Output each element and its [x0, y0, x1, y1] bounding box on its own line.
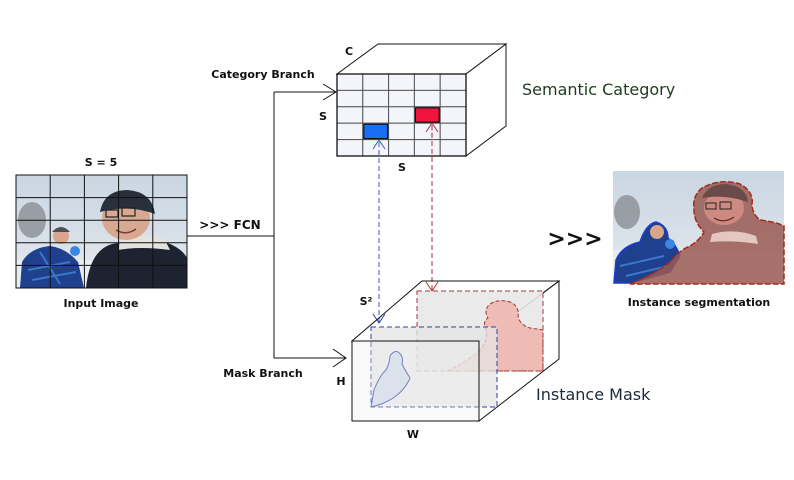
dim-s-left-label: S [319, 110, 327, 123]
instance-segmentation-label: Instance segmentation [628, 296, 771, 309]
category-grid-cell [439, 89, 467, 108]
category-branch-label: Category Branch [211, 68, 315, 81]
category-grid-cell [388, 106, 415, 124]
dim-h-label: H [336, 375, 345, 388]
highlighted-cell-child [363, 123, 389, 140]
category-grid-cell [413, 139, 441, 157]
input-image [15, 174, 188, 289]
output-arrow-label: >>> [547, 227, 602, 252]
dim-s2-label: S² [360, 295, 373, 308]
category-arrow-head-icon [322, 83, 337, 101]
adult-figure [86, 190, 187, 288]
category-grid-cell [439, 139, 467, 157]
category-grid-cell [362, 89, 390, 108]
blue-correspondence-arrow [372, 139, 386, 324]
grid-size-label: S = 5 [85, 156, 117, 169]
mask-branch-label: Mask Branch [223, 367, 302, 380]
semantic-category-cube [335, 43, 508, 157]
category-grid-cell [362, 73, 390, 91]
category-grid-cell [336, 89, 364, 108]
category-grid-cell [439, 73, 467, 91]
category-grid-cell [413, 89, 441, 108]
child-figure [20, 227, 84, 288]
category-grid-cell [336, 139, 364, 157]
category-grid-cell [439, 122, 467, 141]
highlighted-cell-adult [414, 107, 440, 123]
instance-mask-cube [350, 280, 561, 423]
category-grid-cell [336, 106, 364, 124]
category-grid-cell [336, 122, 364, 141]
dim-s-bottom-label: S [398, 161, 406, 174]
category-grid-cell [388, 122, 415, 141]
fcn-connector [187, 91, 346, 359]
tree-icon [614, 195, 640, 229]
semantic-category-title: Semantic Category [522, 80, 675, 99]
category-grid-cell [413, 73, 441, 91]
instance-segmentation-image [613, 171, 785, 285]
input-grid-overlay [15, 174, 188, 289]
fcn-label: >>> FCN [199, 218, 260, 232]
dim-w-label: W [407, 428, 419, 441]
category-grid-cell [413, 122, 441, 141]
category-grid-cell [336, 73, 364, 91]
adult-segment [629, 181, 785, 285]
category-grid-cell [362, 106, 390, 124]
category-grid-cell [388, 73, 415, 91]
input-image-label: Input Image [63, 297, 138, 310]
category-grid [336, 73, 467, 157]
category-grid-border [336, 73, 467, 157]
mask-arrow-head-icon [332, 348, 347, 368]
category-grid-cell [388, 89, 415, 108]
instance-mask-title: Instance Mask [536, 385, 651, 404]
blue-mask-plane [370, 326, 498, 408]
category-grid-cell [439, 106, 467, 124]
category-grid-cell [388, 139, 415, 157]
dim-c-label: C [345, 45, 353, 58]
